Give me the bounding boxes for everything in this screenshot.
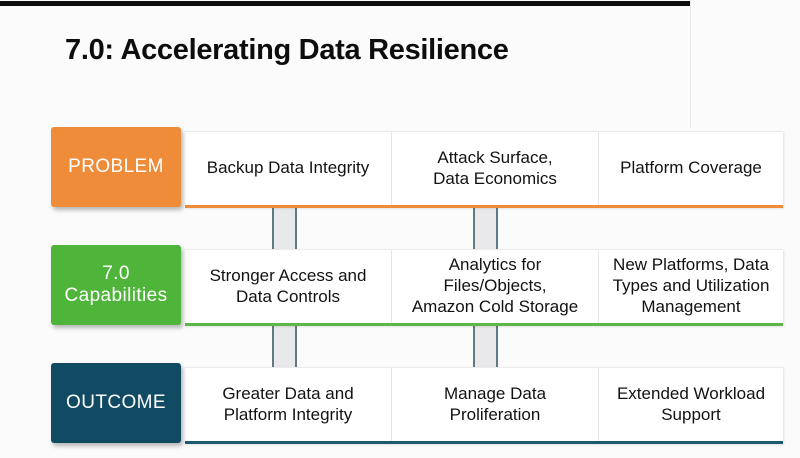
row-label-outcome: OUTCOME: [51, 363, 181, 443]
row-strip-capabilities: Stronger Access and Data Controls Analyt…: [185, 249, 783, 326]
row-label-capabilities-text: 7.0 Capabilities: [64, 262, 168, 306]
row-label-problem: PROBLEM: [51, 127, 181, 207]
row-strip-problem: Backup Data Integrity Attack Surface, Da…: [185, 131, 783, 208]
problem-cell-platform-coverage: Platform Coverage: [598, 132, 783, 205]
capabilities-cell-analytics: Analytics for Files/Objects, Amazon Cold…: [391, 250, 598, 323]
row-label-capabilities: 7.0 Capabilities: [51, 245, 181, 325]
connector-capabilities-to-outcome-col1: [272, 325, 297, 368]
problem-cell-backup-data-integrity: Backup Data Integrity: [206, 158, 370, 178]
row-strip-outcome: Greater Data and Platform Integrity Mana…: [185, 367, 783, 444]
outcome-cell-extended-workload: Extended Workload Support: [598, 368, 783, 441]
row-label-problem-text: PROBLEM: [68, 155, 164, 177]
outcome-cell-platform-integrity: Greater Data and Platform Integrity: [222, 383, 354, 424]
slide-title: 7.0: Accelerating Data Resilience: [65, 34, 509, 66]
top-edge-bar: [0, 1, 691, 6]
outcome-cell-manage-proliferation: Manage Data Proliferation: [391, 368, 598, 441]
connector-capabilities-to-outcome-col2: [473, 325, 498, 368]
capabilities-cell-access-controls: Stronger Access and Data Controls: [209, 265, 367, 306]
capabilities-cell-new-platforms: New Platforms, Data Types and Utilizatio…: [598, 250, 783, 323]
slide-edge-seam: [690, 0, 691, 128]
row-label-outcome-text: OUTCOME: [66, 391, 166, 413]
connector-problem-to-capabilities-col2: [473, 207, 498, 250]
connector-problem-to-capabilities-col1: [272, 207, 297, 250]
problem-cell-attack-surface: Attack Surface, Data Economics: [391, 132, 598, 205]
